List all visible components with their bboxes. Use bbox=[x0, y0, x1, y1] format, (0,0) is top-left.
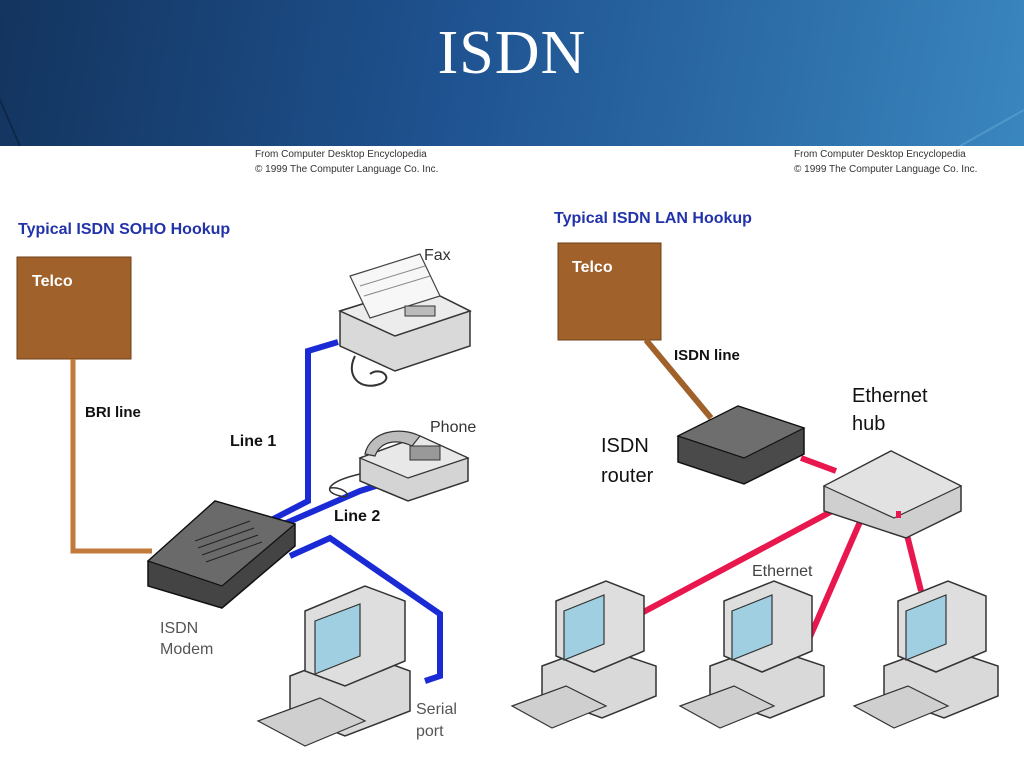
computer-icon bbox=[256, 585, 411, 747]
soho-diagram-canvas: From Computer Desktop Encyclopedia © 199… bbox=[16, 149, 476, 747]
lan-diagram-canvas: From Computer Desktop Encyclopedia © 199… bbox=[510, 149, 999, 729]
telco-box bbox=[16, 256, 132, 360]
ethernet-label: Ethernet bbox=[752, 563, 813, 580]
lan-telco-box bbox=[557, 242, 662, 341]
slide-title: ISDN bbox=[437, 19, 587, 87]
hub-label-line1: Ethernet bbox=[852, 385, 928, 407]
ethernet-cable-2 bbox=[803, 506, 869, 648]
slide-header: ISDN bbox=[0, 0, 1024, 146]
computer-2-icon bbox=[678, 580, 825, 729]
fax-machine-icon bbox=[337, 253, 472, 387]
isdn-modem-icon bbox=[146, 500, 297, 609]
ethernet-cable-1 bbox=[634, 498, 853, 619]
lan-telco-label: Telco bbox=[572, 259, 613, 276]
router-label-line2: router bbox=[601, 465, 654, 487]
soho-hookup-diagram: From Computer Desktop Encyclopedia © 199… bbox=[0, 146, 504, 768]
phone-icon bbox=[328, 430, 470, 502]
header-decoration bbox=[0, 99, 1024, 146]
hub-label-line2: hub bbox=[852, 413, 885, 435]
serial-cable bbox=[288, 534, 443, 684]
isdn-line-label: ISDN line bbox=[674, 347, 740, 364]
phone-label: Phone bbox=[430, 419, 476, 436]
modem-label-line1: ISDN bbox=[160, 620, 198, 637]
left-credit-line2: © 1999 The Computer Language Co. Inc. bbox=[255, 164, 438, 175]
lan-heading: Typical ISDN LAN Hookup bbox=[554, 210, 752, 227]
serial-label-line1: Serial bbox=[416, 701, 457, 718]
computer-1-icon bbox=[510, 580, 657, 729]
serial-label-line2: port bbox=[416, 723, 444, 740]
telco-label: Telco bbox=[32, 273, 73, 290]
line2-label: Line 2 bbox=[334, 508, 380, 525]
line1-label: Line 1 bbox=[230, 433, 276, 450]
soho-heading: Typical ISDN SOHO Hookup bbox=[18, 221, 230, 238]
fax-label: Fax bbox=[424, 247, 451, 264]
computer-3-icon bbox=[852, 580, 999, 729]
isdn-router-icon bbox=[676, 405, 806, 485]
isdn-line-cable bbox=[643, 338, 714, 420]
router-label-line1: ISDN bbox=[601, 435, 649, 457]
hub-led bbox=[896, 511, 901, 518]
left-credit-line1: From Computer Desktop Encyclopedia bbox=[255, 149, 427, 160]
bri-line bbox=[70, 359, 152, 554]
lan-hookup-diagram: From Computer Desktop Encyclopedia © 199… bbox=[506, 146, 1024, 768]
modem-label-line2: Modem bbox=[160, 641, 213, 658]
router-hub-cable bbox=[799, 455, 838, 474]
ethernet-hub-icon bbox=[822, 450, 963, 539]
bri-line-label: BRI line bbox=[85, 404, 141, 421]
right-credit-line2: © 1999 The Computer Language Co. Inc. bbox=[794, 164, 977, 175]
right-credit-line1: From Computer Desktop Encyclopedia bbox=[794, 149, 966, 160]
